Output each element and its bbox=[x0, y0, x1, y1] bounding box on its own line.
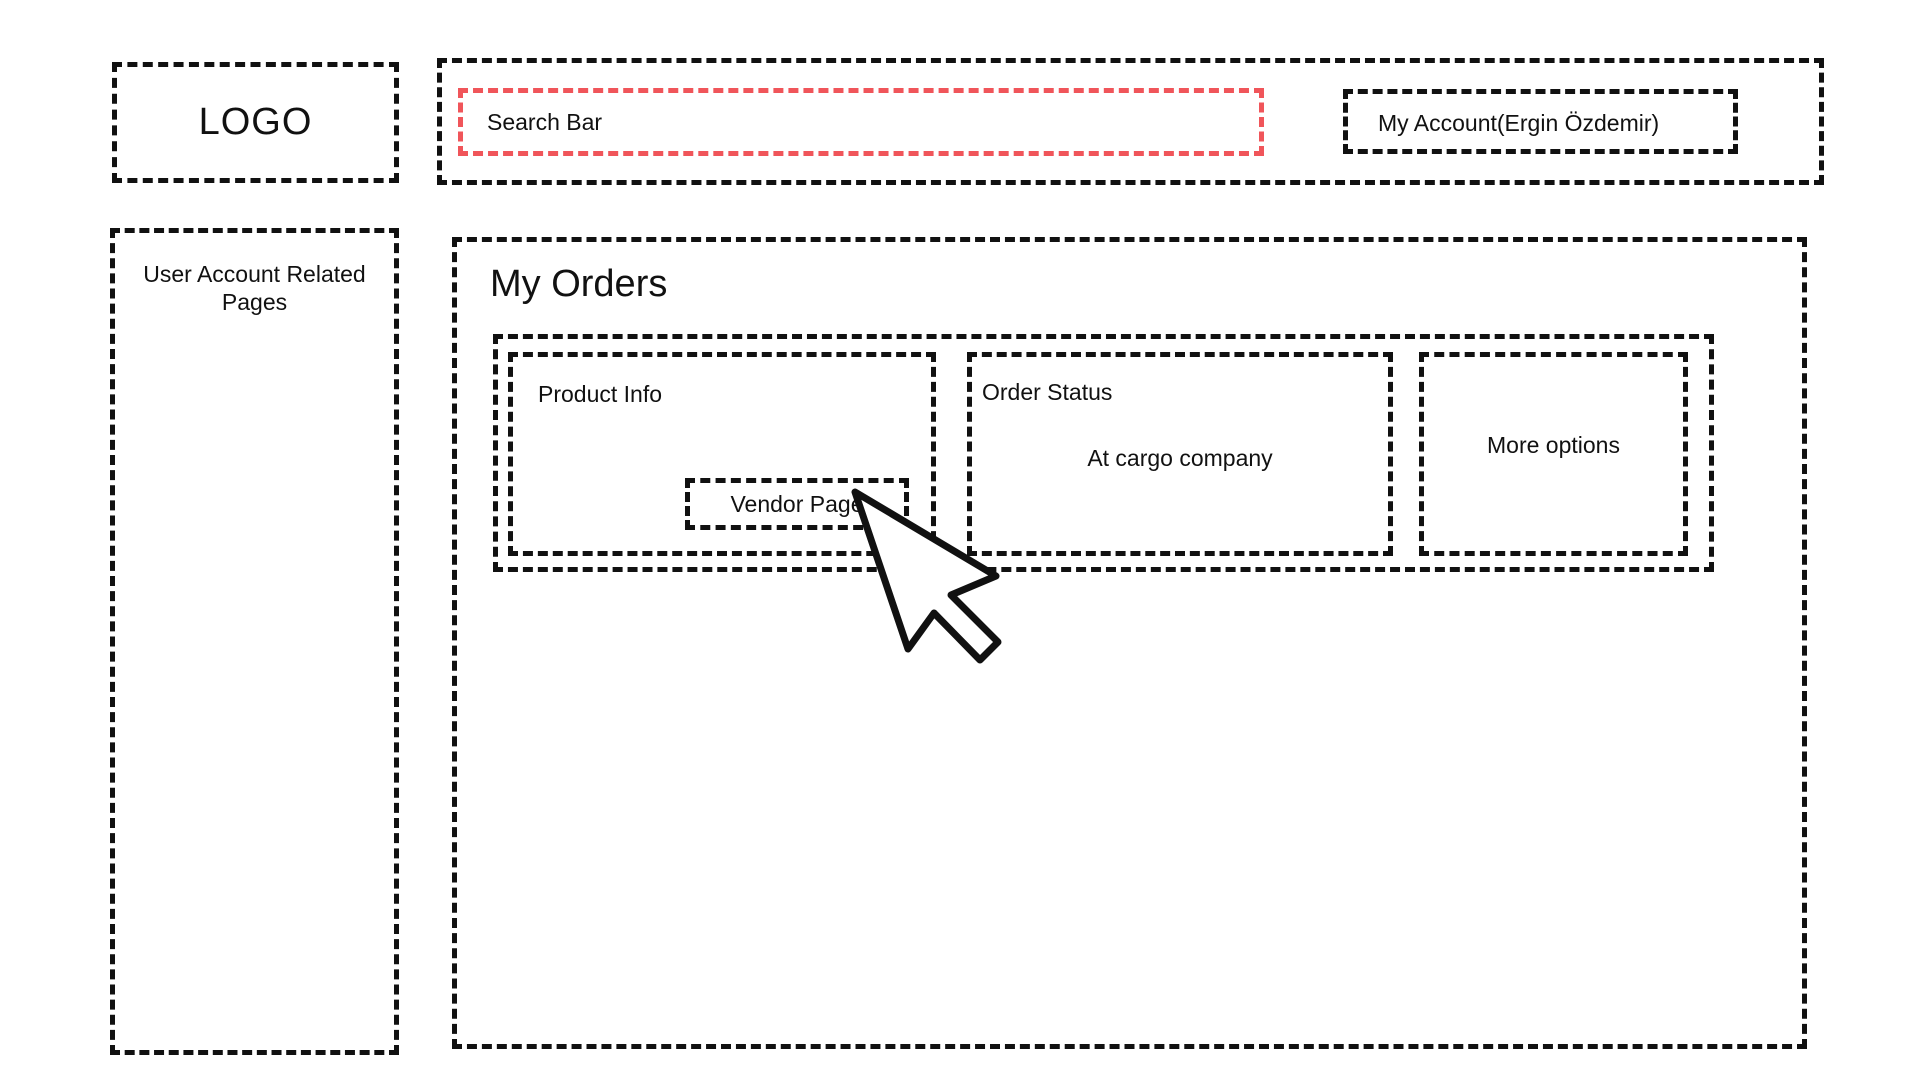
top-header bbox=[437, 58, 1824, 185]
more-options-label: More options bbox=[1487, 432, 1620, 458]
search-bar[interactable]: Search Bar bbox=[458, 88, 1264, 156]
sidebar-label: User Account Related Pages bbox=[143, 261, 366, 315]
logo-text: LOGO bbox=[198, 101, 313, 143]
main-content bbox=[452, 237, 1807, 1049]
product-info-card[interactable]: Product Info bbox=[508, 352, 936, 556]
product-info-label: Product Info bbox=[538, 381, 663, 407]
order-status-label: Order Status bbox=[982, 379, 1113, 405]
logo[interactable]: LOGO bbox=[112, 62, 399, 183]
my-account-button[interactable]: My Account(Ergin Özdemir) bbox=[1343, 89, 1738, 154]
page-title: My Orders bbox=[490, 263, 668, 305]
vendor-page-button[interactable]: Vendor Page bbox=[685, 478, 909, 530]
vendor-page-label: Vendor Page bbox=[730, 490, 864, 517]
order-status-value: At cargo company bbox=[1087, 445, 1273, 471]
order-status-card: Order Status At cargo company bbox=[967, 352, 1393, 556]
sidebar: User Account Related Pages bbox=[110, 228, 399, 1055]
my-account-label: My Account(Ergin Özdemir) bbox=[1378, 110, 1660, 136]
more-options-button[interactable]: More options bbox=[1419, 352, 1688, 556]
mouse-pointer-icon bbox=[851, 488, 1002, 664]
search-bar-label: Search Bar bbox=[487, 109, 603, 135]
order-row bbox=[493, 334, 1714, 572]
